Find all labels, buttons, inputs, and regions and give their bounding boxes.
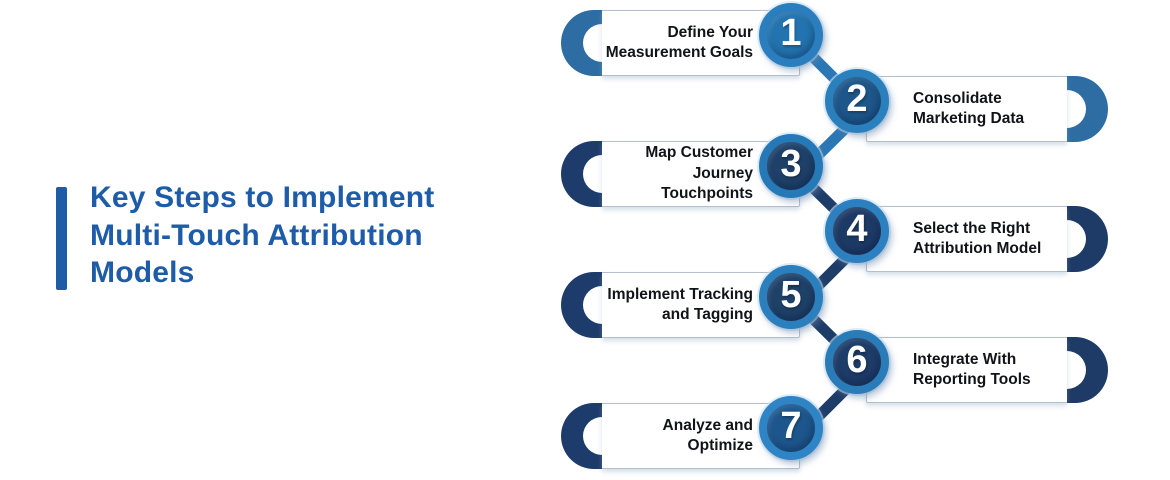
step-row-4: Select the Right Attribution Model 4 <box>0 199 1170 272</box>
step-number-circle: 4 <box>825 199 889 263</box>
step-label: Select the Right Attribution Model <box>913 219 1042 257</box>
step-row-7: Analyze and Optimize 7 <box>0 396 1170 469</box>
step-label: Map Customer Journey Touchpoints <box>645 144 753 203</box>
step-row-1: Define Your Measurement Goals 1 <box>0 3 1170 76</box>
step-number-circle: 5 <box>759 265 823 329</box>
step-row-3: Map Customer Journey Touchpoints 3 <box>0 134 1170 207</box>
step-label: Integrate With Reporting Tools <box>913 350 1031 388</box>
step-label: Define Your Measurement Goals <box>605 23 753 61</box>
step-row-6: Integrate With Reporting Tools 6 <box>0 330 1170 403</box>
step-number-circle: 6 <box>825 330 889 394</box>
step-number-circle: 7 <box>759 396 823 460</box>
step-label: Analyze and Optimize <box>662 416 753 454</box>
step-number: 6 <box>846 339 868 381</box>
step-number-circle: 3 <box>759 134 823 198</box>
step-number-circle: 2 <box>825 69 889 133</box>
step-number: 1 <box>780 12 802 54</box>
step-label: Implement Tracking and Tagging <box>607 285 753 323</box>
step-row-2: Consolidate Marketing Data 2 <box>0 69 1170 142</box>
step-number: 4 <box>846 208 868 250</box>
step-label: Consolidate Marketing Data <box>913 89 1025 127</box>
step-number: 5 <box>780 274 802 316</box>
step-number: 7 <box>780 405 802 447</box>
step-number-circle: 1 <box>759 3 823 67</box>
step-pill: Integrate With Reporting Tools <box>866 337 1067 403</box>
step-number: 3 <box>780 143 802 185</box>
step-pill: Select the Right Attribution Model <box>866 206 1067 272</box>
step-row-5: Implement Tracking and Tagging 5 <box>0 265 1170 338</box>
page-title: Key Steps to Implement Multi-Touch Attri… <box>90 181 435 289</box>
step-number: 2 <box>846 78 868 120</box>
title-accent-bar <box>56 187 67 290</box>
step-pill: Consolidate Marketing Data <box>866 76 1067 142</box>
